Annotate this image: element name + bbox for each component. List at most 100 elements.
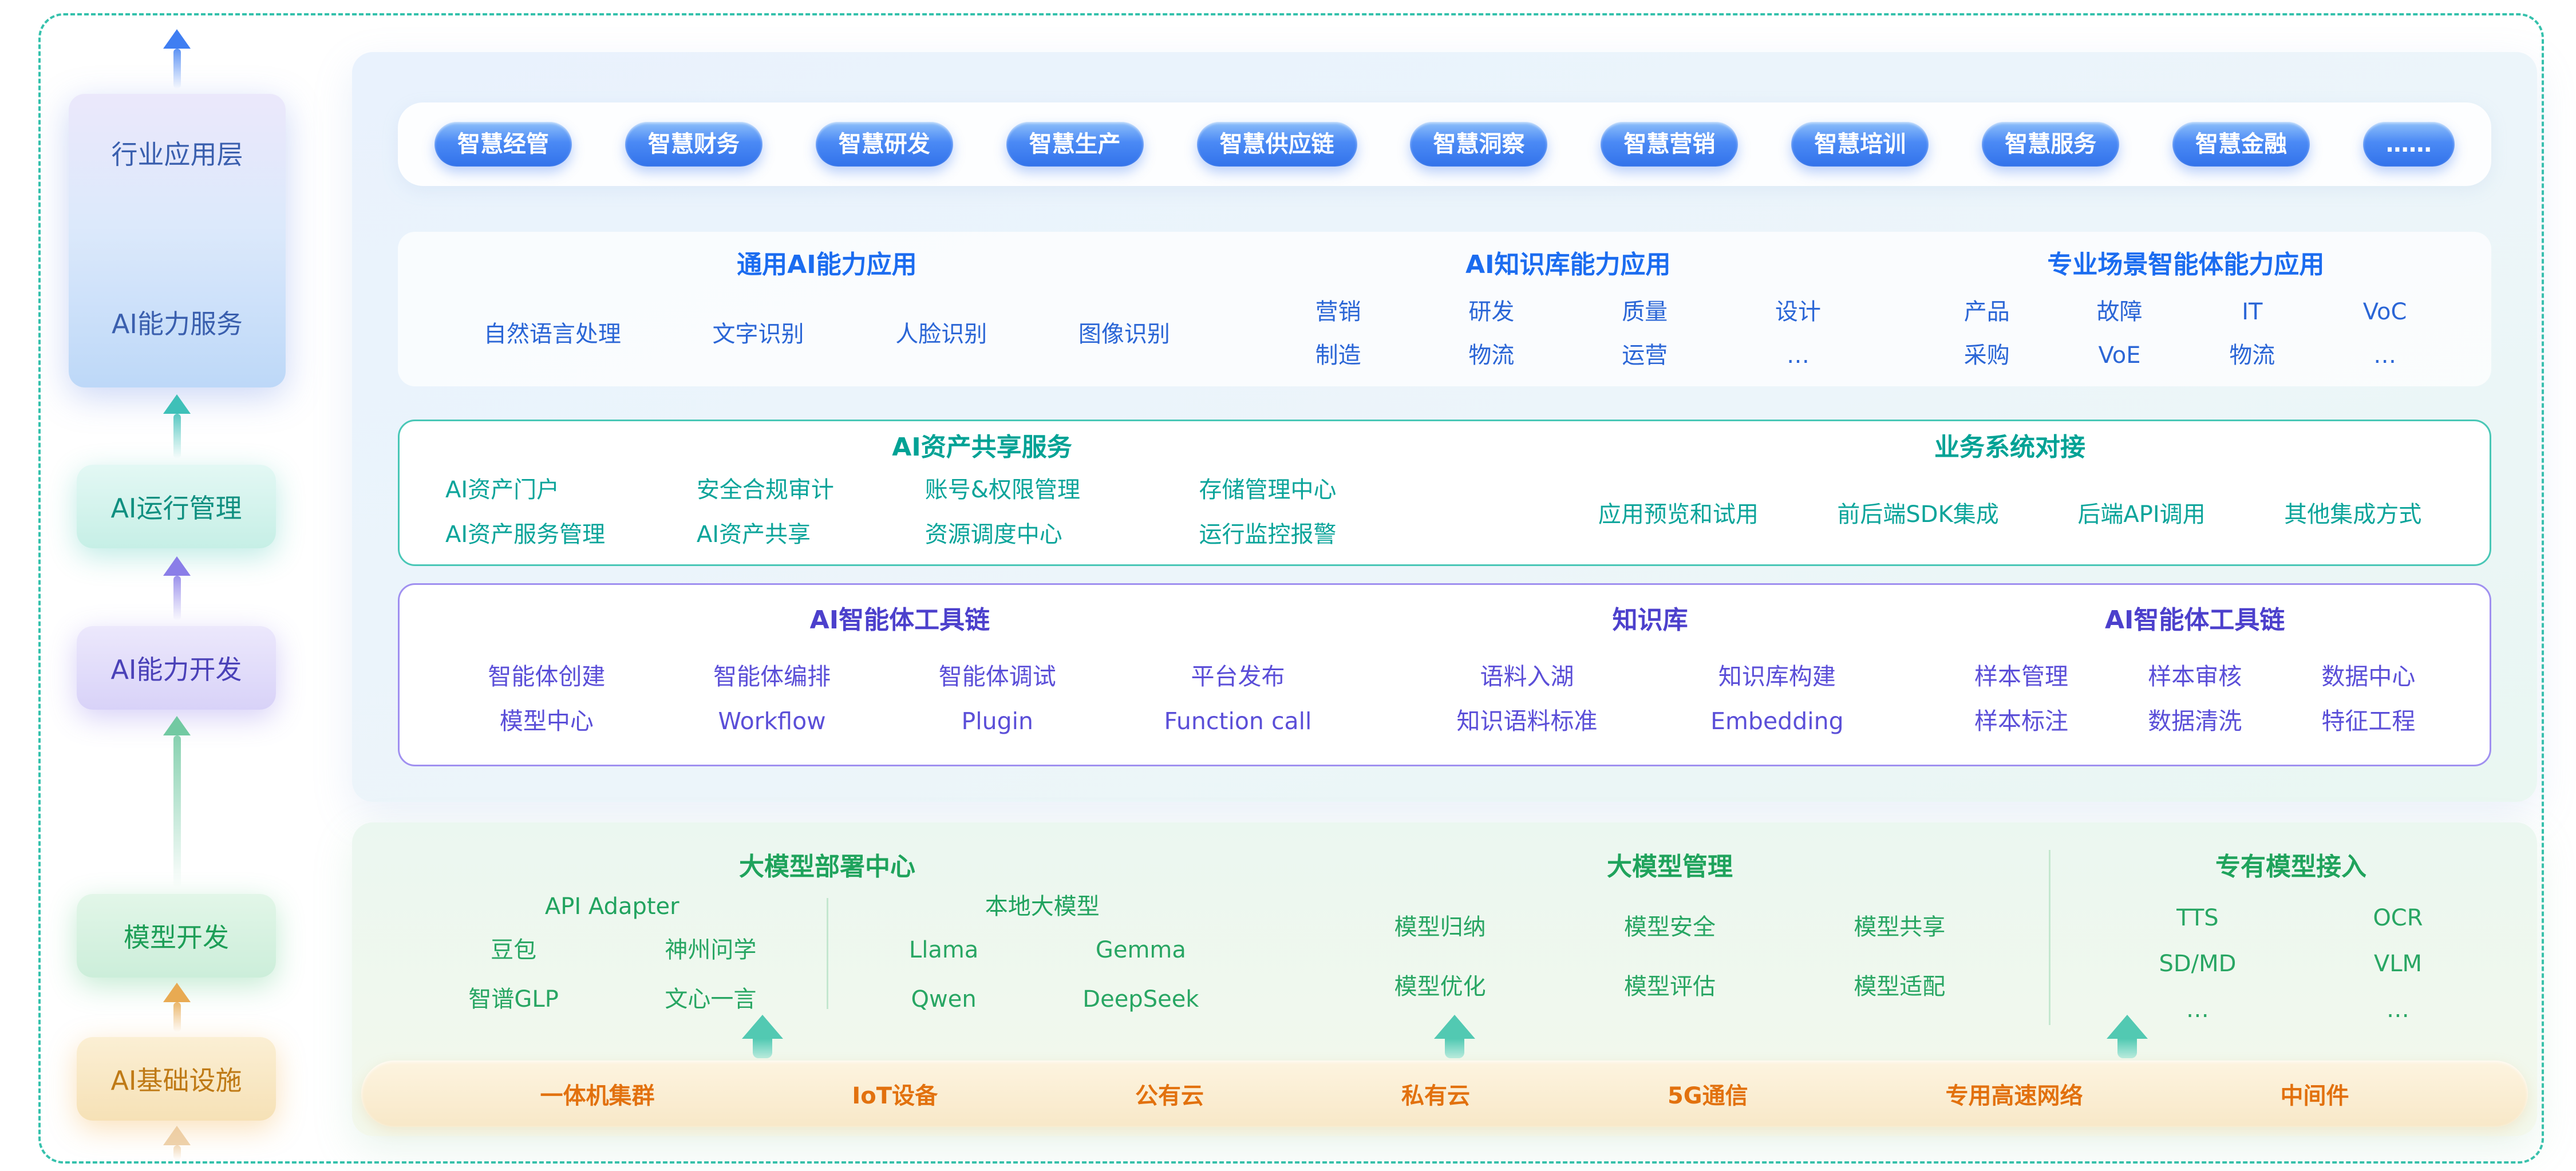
group-title: 大模型部署中心 bbox=[739, 852, 915, 881]
asset-item: 账号&权限管理 bbox=[924, 477, 1080, 503]
layer-industry-application: 行业应用层 AI能力服务 bbox=[69, 94, 286, 387]
toolchain-item: 数据清洗 bbox=[2148, 707, 2242, 735]
subgroup-title: API Adapter bbox=[544, 893, 679, 920]
capability-item: 采购 bbox=[1963, 342, 2010, 369]
model-item: 豆包 bbox=[491, 937, 537, 963]
model-panel: 大模型部署中心 API Adapter 豆包 神州问学 智谱GLP 文心一言 bbox=[352, 822, 2537, 1136]
toolchain-item: 智能体创建 bbox=[488, 663, 606, 690]
knowledge-base-group: 知识库 语料入湖 知识语料标准 知识库构建 Embedding bbox=[1383, 604, 1918, 765]
asset-item: AI资产门户 bbox=[445, 477, 560, 503]
toolchain-item: 智能体编排 bbox=[713, 663, 831, 690]
model-item: Gemma bbox=[1095, 937, 1186, 963]
toolchain-item: 特征工程 bbox=[2321, 707, 2416, 735]
scene-agent-capability-group: 专业场景智能体能力应用 产品 故障 IT VoC 采购 VoE 物流 … bbox=[1898, 248, 2474, 386]
group-title: AI智能体工具链 bbox=[2104, 606, 2285, 635]
toolchain-item: 样本审核 bbox=[2148, 663, 2242, 690]
capability-item: 产品 bbox=[1963, 299, 2010, 325]
asset-item: 资源调度中心 bbox=[924, 521, 1062, 548]
model-item: Llama bbox=[908, 937, 979, 963]
infrastructure-item: IoT设备 bbox=[852, 1083, 938, 1109]
model-item: 神州问学 bbox=[665, 937, 757, 963]
model-item: 文心一言 bbox=[665, 986, 757, 1012]
layer-model-dev: 模型开发 bbox=[77, 894, 276, 978]
industry-app-pill[interactable]: 智慧生产 bbox=[1006, 122, 1144, 167]
knowledge-capability-group: AI知识库能力应用 营销 研发 质量 设计 制造 物流 运营 … bbox=[1239, 248, 1898, 386]
divider bbox=[826, 898, 828, 1009]
capability-panel: 智慧经管 智慧财务 智慧研发 智慧生产 智慧供应链 智慧洞察 智慧营销 智慧培训… bbox=[352, 52, 2537, 802]
model-item: Qwen bbox=[911, 986, 977, 1012]
toolchain-item: 模型中心 bbox=[499, 707, 594, 735]
layer-label: 行业应用层 bbox=[111, 139, 243, 170]
layer-label: AI能力开发 bbox=[110, 654, 242, 685]
toolchain-item: Embedding bbox=[1710, 707, 1844, 735]
group-title: AI资产共享服务 bbox=[892, 433, 1072, 462]
toolchain-item: 智能体调试 bbox=[938, 663, 1056, 690]
group-title: 通用AI能力应用 bbox=[737, 250, 917, 279]
industry-app-pill-more[interactable]: …… bbox=[2362, 122, 2455, 167]
model-item: OCR bbox=[2373, 905, 2423, 931]
layer-ai-capability-dev: AI能力开发 bbox=[77, 626, 276, 710]
integration-item: 应用预览和试用 bbox=[1598, 501, 1759, 528]
integration-item: 其他集成方式 bbox=[2284, 501, 2422, 528]
toolchain-item: Workflow bbox=[718, 707, 826, 735]
model-item: 模型安全 bbox=[1623, 914, 1716, 940]
industry-app-pill[interactable]: 智慧洞察 bbox=[1410, 122, 1548, 167]
industry-app-pill[interactable]: 智慧营销 bbox=[1601, 122, 1739, 167]
up-arrow-icon bbox=[735, 1015, 790, 1058]
model-item: … bbox=[2186, 996, 2209, 1023]
asset-item: 运行监控报警 bbox=[1199, 521, 1337, 548]
toolchain-item: 平台发布 bbox=[1191, 663, 1285, 690]
capability-item: 制造 bbox=[1315, 342, 1361, 369]
group-title: AI智能体工具链 bbox=[809, 606, 990, 635]
industry-app-pill[interactable]: 智慧金融 bbox=[2172, 122, 2310, 167]
model-item: 模型适配 bbox=[1854, 974, 1946, 1000]
architecture-frame: 行业应用层 AI能力服务 AI运行管理 AI能力开发 模型开发 AI基础设施 智… bbox=[38, 13, 2544, 1164]
capability-item: VoC bbox=[2362, 299, 2407, 325]
up-arrow-icon bbox=[2100, 1015, 2155, 1058]
asset-sharing-group: AI资产共享服务 AI资产门户 AI资产服务管理 安全合规审计 AI资产共享 账… bbox=[417, 432, 1547, 564]
capability-item: 物流 bbox=[1468, 342, 1515, 369]
arrow-up-icon bbox=[163, 983, 191, 1032]
capability-item: 自然语言处理 bbox=[483, 321, 621, 347]
arrow-up-icon bbox=[163, 29, 191, 89]
capability-item: 文字识别 bbox=[712, 321, 804, 347]
model-item: 模型优化 bbox=[1394, 974, 1486, 1000]
asset-item: AI资产服务管理 bbox=[445, 521, 606, 548]
group-title: AI知识库能力应用 bbox=[1465, 250, 1671, 279]
industry-app-pill[interactable]: 智慧研发 bbox=[815, 122, 953, 167]
industry-app-pill[interactable]: 智慧经管 bbox=[434, 122, 572, 167]
arrow-up-icon bbox=[163, 716, 191, 888]
layer-label: AI运行管理 bbox=[110, 493, 242, 524]
local-model-group: 本地大模型 Llama Gemma Qwen DeepSeek bbox=[828, 884, 1257, 1015]
group-title: 大模型管理 bbox=[1607, 852, 1733, 881]
model-item: DeepSeek bbox=[1082, 986, 1199, 1012]
model-item: 模型归纳 bbox=[1394, 914, 1486, 940]
arrow-up-icon bbox=[163, 556, 191, 620]
asset-item: AI资产共享 bbox=[696, 521, 811, 548]
model-management-group: 大模型管理 模型归纳 模型优化 模型安全 模型评估 模型共享 模型适配 bbox=[1325, 850, 2014, 1025]
capability-item: 研发 bbox=[1468, 299, 1515, 325]
group-title: 专有模型接入 bbox=[2215, 852, 2366, 881]
industry-app-pill[interactable]: 智慧培训 bbox=[1791, 122, 1929, 167]
data-toolchain-group: AI智能体工具链 样本管理 样本标注 样本审核 数据清洗 数据中心 特征工程 bbox=[1917, 604, 2472, 765]
layer-sidebar: 行业应用层 AI能力服务 AI运行管理 AI能力开发 模型开发 AI基础设施 bbox=[41, 15, 327, 1161]
agent-toolchain-group: AI智能体工具链 智能体创建 模型中心 智能体编排 Workflow 智能体调试 bbox=[417, 604, 1383, 765]
arrow-up-icon bbox=[163, 1126, 191, 1160]
infrastructure-item: 中间件 bbox=[2280, 1083, 2349, 1109]
industry-app-pill[interactable]: 智慧服务 bbox=[1982, 122, 2120, 167]
model-item: … bbox=[2386, 996, 2409, 1023]
infrastructure-bar: 一体机集群 IoT设备 公有云 私有云 5G通信 专用高速网络 中间件 bbox=[361, 1061, 2528, 1127]
general-ai-capability-group: 通用AI能力应用 自然语言处理 文字识别 人脸识别 图像识别 bbox=[415, 248, 1239, 386]
layer-label: AI基础设施 bbox=[110, 1065, 242, 1096]
infrastructure-item: 5G通信 bbox=[1667, 1083, 1748, 1109]
toolchain-item: 知识语料标准 bbox=[1456, 707, 1598, 735]
infrastructure-item: 专用高速网络 bbox=[1945, 1083, 2083, 1109]
capability-item: 营销 bbox=[1315, 299, 1361, 325]
group-title: 业务系统对接 bbox=[1934, 433, 2086, 462]
infrastructure-item: 一体机集群 bbox=[540, 1083, 655, 1109]
capability-item: 图像识别 bbox=[1078, 321, 1170, 347]
industry-app-pill[interactable]: 智慧财务 bbox=[625, 122, 762, 167]
layer-label: 模型开发 bbox=[124, 922, 229, 953]
capability-item: VoE bbox=[2098, 342, 2141, 369]
industry-app-pill[interactable]: 智慧供应链 bbox=[1196, 122, 1357, 167]
